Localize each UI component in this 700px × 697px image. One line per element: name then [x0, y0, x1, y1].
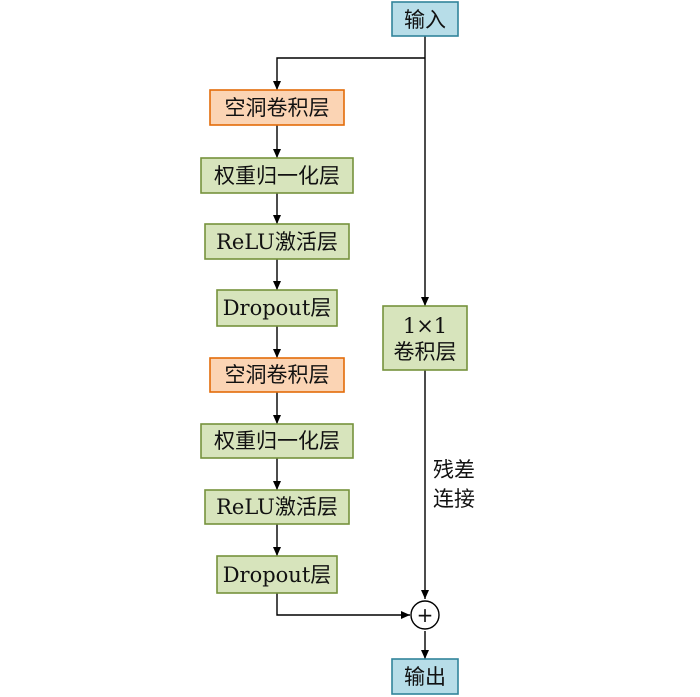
weight-norm-2-box: [200, 423, 354, 459]
input-label: 输入: [404, 8, 446, 32]
relu-1-box: [204, 223, 350, 260]
output-box: [391, 658, 459, 695]
input-node: 输入: [391, 1, 459, 37]
output-node: 输出: [391, 658, 459, 695]
edge-dropout2-to-add: [276, 593, 410, 619]
edge-split-left: [273, 57, 425, 90]
weight-norm-2-label: 权重归一化层: [214, 429, 340, 453]
relu-1-node: ReLU激活层: [204, 223, 350, 260]
conv1x1-label-line1: 1×1: [403, 314, 447, 338]
output-label: 输出: [404, 665, 446, 689]
relu-1-label: ReLU激活层: [216, 230, 338, 254]
dilated-conv-1-label: 空洞卷积层: [225, 96, 330, 120]
relu-2-box: [204, 489, 350, 525]
add-symbol: +: [417, 603, 434, 627]
weight-norm-1-box: [200, 157, 354, 194]
conv1x1-label-line2: 卷积层: [394, 340, 457, 364]
dropout-2-label: Dropout层: [223, 563, 332, 587]
dilated-conv-2-label: 空洞卷积层: [225, 363, 330, 387]
conv1x1-box: [382, 305, 468, 371]
add-circle: [410, 600, 440, 630]
dropout-1-label: Dropout层: [223, 296, 332, 320]
residual-label-line2: 连接: [433, 487, 475, 511]
dropout-2-node: Dropout层: [216, 555, 338, 594]
residual-label-line1: 残差: [433, 458, 475, 482]
residual-connection-label: 残差 连接: [433, 458, 475, 511]
dilated-conv-1-box: [209, 89, 345, 126]
weight-norm-2-node: 权重归一化层: [200, 423, 354, 459]
dilated-conv-2-node: 空洞卷积层: [209, 357, 345, 393]
dilated-conv-1-node: 空洞卷积层: [209, 89, 345, 126]
relu-2-label: ReLU激活层: [216, 495, 338, 519]
dropout-2-box: [216, 555, 338, 594]
input-box: [391, 1, 459, 37]
weight-norm-1-label: 权重归一化层: [214, 164, 340, 188]
add-node: +: [410, 600, 440, 630]
conv1x1-node: 1×1 卷积层: [382, 305, 468, 371]
dropout-1-box: [216, 289, 338, 327]
relu-2-node: ReLU激活层: [204, 489, 350, 525]
weight-norm-1-node: 权重归一化层: [200, 157, 354, 194]
dropout-1-node: Dropout层: [216, 289, 338, 327]
dilated-conv-2-box: [209, 357, 345, 393]
edges: [273, 36, 429, 659]
